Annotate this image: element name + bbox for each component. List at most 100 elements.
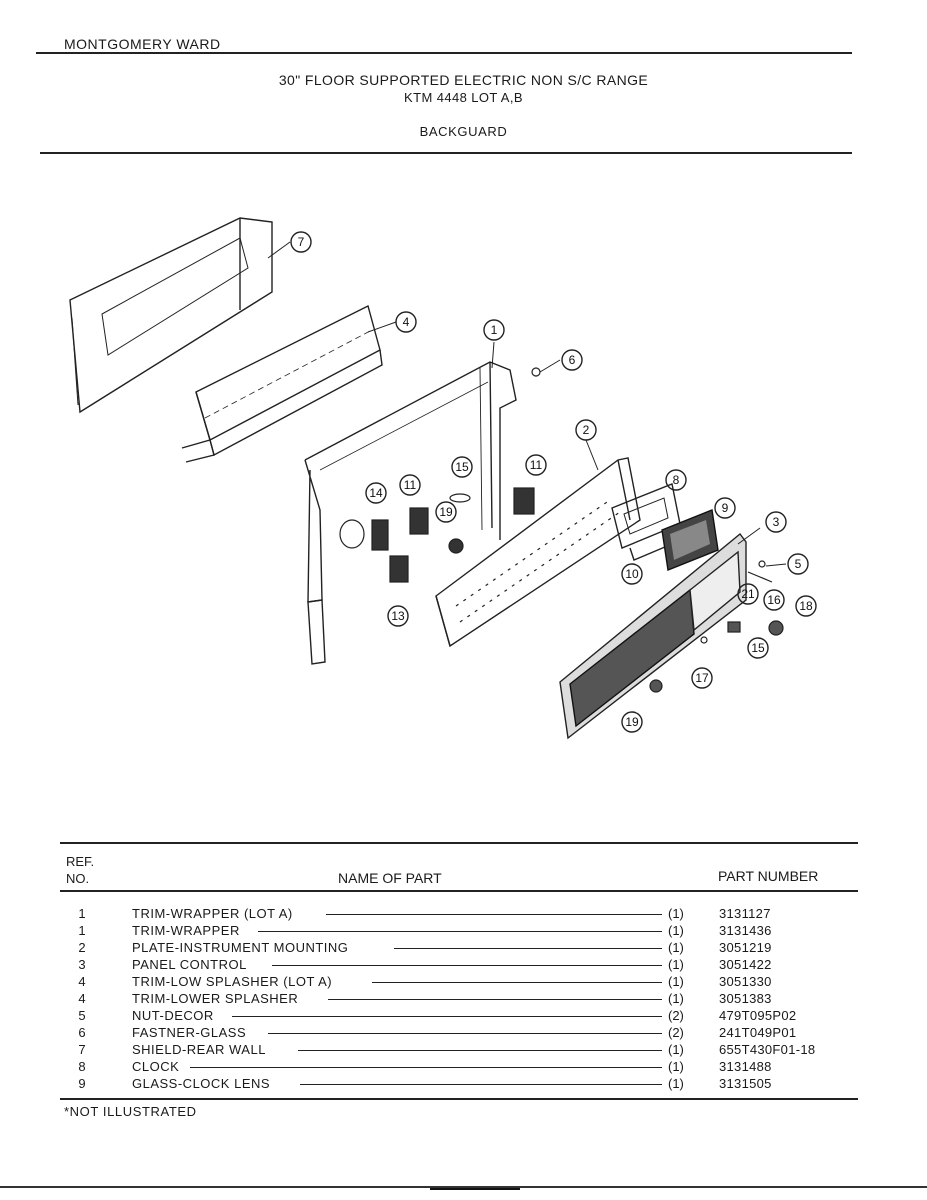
table-row: 9 GLASS-CLOCK LENS (1) 3131505 [0, 1076, 927, 1093]
header-rule [60, 890, 858, 892]
part-number-cell: 655T430F01-18 [719, 1042, 816, 1057]
svg-text:11: 11 [404, 478, 417, 492]
leader-dash [394, 948, 662, 949]
table-row: 6 FASTNER-GLASS (2) 241T049P01 [0, 1025, 927, 1042]
callout-21: 21 [737, 583, 759, 605]
svg-text:9: 9 [722, 501, 729, 515]
callout-19: 19 [621, 711, 643, 733]
ref-no-header: REF. NO. [66, 853, 94, 887]
leader-dash [372, 982, 662, 983]
qty-cell: (1) [668, 1059, 684, 1074]
table-row: 5 NUT-DECOR (2) 479T095P02 [0, 1008, 927, 1025]
svg-text:4: 4 [403, 315, 410, 329]
svg-text:13: 13 [391, 609, 405, 623]
leader-dash [300, 1084, 662, 1085]
ref-header-line2: NO. [66, 871, 90, 886]
svg-text:14: 14 [369, 486, 383, 500]
callout-8: 8 [665, 469, 687, 491]
ref-cell: 3 [78, 957, 86, 972]
callout-18: 18 [795, 595, 817, 617]
brand-name: MONTGOMERY WARD [64, 36, 221, 52]
callout-4: 4 [395, 311, 417, 333]
ref-cell: 4 [78, 991, 86, 1006]
name-cell: FASTNER-GLASS [132, 1025, 247, 1040]
callout-15: 16 [763, 589, 785, 611]
callout-13: 14 [365, 482, 387, 504]
part-control-panel [559, 532, 747, 740]
name-cell: TRIM-LOWER SPLASHER [132, 991, 299, 1006]
part-number-cell: 3051330 [719, 974, 772, 989]
leader-dash [298, 1050, 662, 1051]
part-number-cell: 479T095P02 [719, 1008, 797, 1023]
title-rule [40, 152, 852, 154]
table-row: 1 TRIM-WRAPPER (LOT A) (1) 3131127 [0, 906, 927, 923]
callout-12: 13 [387, 605, 409, 627]
svg-text:5: 5 [795, 557, 802, 571]
callout-20: 19 [435, 501, 457, 523]
table-row: 3 PANEL CONTROL (1) 3051422 [0, 957, 927, 974]
callout-1: 1 [483, 319, 505, 341]
page-bottom-rule [0, 1186, 927, 1188]
svg-text:16: 16 [767, 593, 781, 607]
leader-dash [258, 931, 662, 932]
callout-11b: 11 [399, 474, 421, 496]
name-cell: TRIM-WRAPPER (LOT A) [132, 906, 293, 921]
ref-header-line1: REF. [66, 854, 95, 869]
table-row: 4 TRIM-LOW SPLASHER (LOT A) (1) 3051330 [0, 974, 927, 991]
exploded-parts-diagram: 7 4 1 6 2 15 11 11 14 19 8 9 3 5 10 21 1… [69, 217, 817, 740]
name-cell: CLOCK [132, 1059, 180, 1074]
part-clock-lens [661, 509, 719, 571]
svg-text:11: 11 [530, 458, 543, 472]
ref-cell: 5 [78, 1008, 86, 1023]
callout-9: 9 [714, 497, 736, 519]
table-row: 8 CLOCK (1) 3131488 [0, 1059, 927, 1076]
table-row: 4 TRIM-LOWER SPLASHER (1) 3051383 [0, 991, 927, 1008]
page-bottom-rule-accent [430, 1188, 520, 1190]
qty-cell: (2) [668, 1008, 684, 1023]
ref-cell: 4 [78, 974, 86, 989]
svg-text:7: 7 [298, 235, 305, 249]
leader-dash [326, 914, 662, 915]
leader-dash [232, 1016, 662, 1017]
svg-text:10: 10 [625, 567, 639, 581]
callout-16: 15 [451, 456, 473, 478]
part-number-cell: 3051219 [719, 940, 772, 955]
svg-text:19: 19 [625, 715, 639, 729]
qty-cell: (1) [668, 1042, 684, 1057]
table-row: 1 TRIM-WRAPPER (1) 3131436 [0, 923, 927, 940]
callout-6: 6 [561, 349, 583, 371]
top-rule [36, 52, 852, 54]
part-switches [339, 367, 784, 693]
callout-17: 17 [691, 667, 713, 689]
ref-cell: 1 [78, 923, 86, 938]
leader-dash [268, 1033, 662, 1034]
part-shield-rear-wall [69, 217, 273, 414]
svg-text:2: 2 [583, 423, 590, 437]
callout-10: 10 [621, 563, 643, 585]
part-number-header: PART NUMBER [718, 868, 819, 884]
callout-5: 5 [787, 553, 809, 575]
svg-text:6: 6 [569, 353, 576, 367]
name-cell: PLATE-INSTRUMENT MOUNTING [132, 940, 349, 955]
svg-text:3: 3 [773, 515, 780, 529]
callouts: 7 4 1 6 2 15 11 11 14 19 8 9 3 5 10 21 1… [290, 231, 817, 733]
leader-lines [267, 241, 787, 567]
svg-text:15: 15 [751, 641, 765, 655]
svg-text:18: 18 [799, 599, 813, 613]
qty-cell: (1) [668, 974, 684, 989]
part-number-cell: 3131488 [719, 1059, 772, 1074]
part-lower-splasher [181, 304, 383, 463]
qty-cell: (2) [668, 1025, 684, 1040]
model-number: KTM 4448 LOT A,B [404, 90, 523, 105]
qty-cell: (1) [668, 991, 684, 1006]
ref-cell: 2 [78, 940, 86, 955]
qty-cell: (1) [668, 923, 684, 938]
part-number-cell: 3131127 [719, 906, 771, 921]
page-title: 30" FLOOR SUPPORTED ELECTRIC NON S/C RAN… [278, 72, 649, 88]
part-number-cell: 3131436 [719, 923, 772, 938]
name-of-part-header: NAME OF PART [338, 870, 442, 886]
part-trim-wrapper [304, 361, 517, 665]
ref-cell: 8 [78, 1059, 86, 1074]
section-title: BACKGUARD [419, 124, 508, 139]
svg-text:19: 19 [439, 505, 453, 519]
